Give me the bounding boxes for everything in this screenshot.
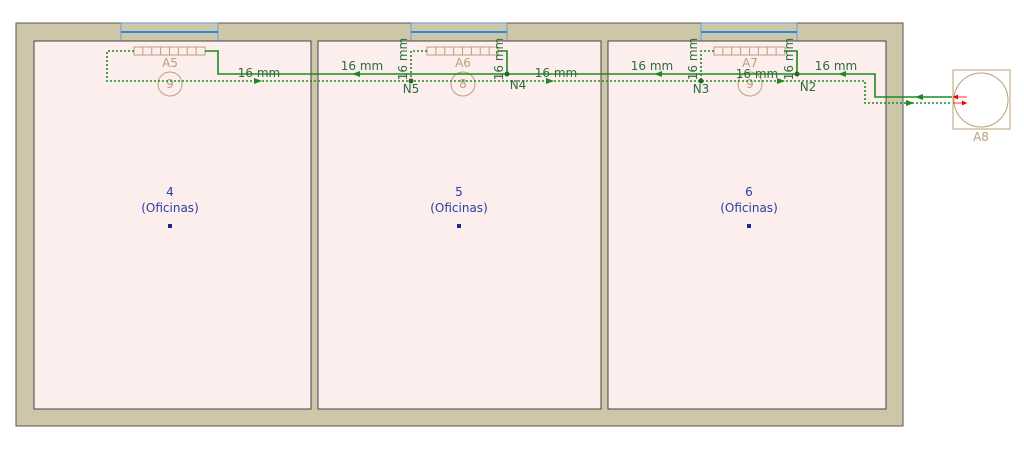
return-pipe[interactable] (106, 50, 952, 104)
svg-text:6: 6 (745, 185, 753, 199)
node-n5: N5 (403, 82, 420, 96)
room-4[interactable] (33, 40, 312, 410)
radiator-label: A5 (162, 56, 178, 70)
room-label-5: 5 (Oficinas) (430, 185, 488, 228)
node-n4: N4 (510, 78, 527, 92)
radiator-elements: 8 (459, 77, 467, 91)
svg-text:16 mm: 16 mm (631, 59, 673, 73)
supply-pipe[interactable] (205, 50, 952, 98)
svg-text:(Oficinas): (Oficinas) (141, 201, 199, 215)
svg-text:16 mm: 16 mm (341, 59, 383, 73)
boiler-a8[interactable]: A8 (952, 69, 1011, 144)
pipe-labels: 16 mm 16 mm 16 mm 16 mm 16 mm 16 mm 16 m… (238, 38, 857, 81)
radiator-label: A7 (742, 56, 758, 70)
flow-arrows (254, 71, 923, 106)
node-n2: N2 (800, 80, 817, 94)
svg-text:5: 5 (455, 185, 463, 199)
svg-text:4: 4 (166, 185, 174, 199)
room-5[interactable] (317, 40, 602, 410)
svg-text:16 mm: 16 mm (782, 38, 796, 80)
boiler-label: A8 (973, 130, 989, 144)
nodes (408, 71, 800, 84)
svg-text:16 mm: 16 mm (396, 38, 410, 80)
svg-text:16 mm: 16 mm (535, 66, 577, 80)
svg-text:16 mm: 16 mm (815, 59, 857, 73)
node-n3: N3 (693, 82, 710, 96)
svg-text:16 mm: 16 mm (492, 38, 506, 80)
radiator-elements: 9 (746, 77, 754, 91)
room-label-4: 4 (Oficinas) (141, 185, 199, 228)
svg-text:16 mm: 16 mm (238, 66, 280, 80)
svg-text:16 mm: 16 mm (686, 38, 700, 80)
radiator-elements: 9 (166, 77, 174, 91)
inlet-arrow-icon (962, 100, 967, 106)
outlet-arrow-icon (953, 94, 958, 100)
svg-text:(Oficinas): (Oficinas) (430, 201, 488, 215)
svg-text:(Oficinas): (Oficinas) (720, 201, 778, 215)
radiator-label: A6 (455, 56, 471, 70)
svg-text:16 mm: 16 mm (736, 67, 778, 81)
room-label-6: 6 (Oficinas) (720, 185, 778, 228)
